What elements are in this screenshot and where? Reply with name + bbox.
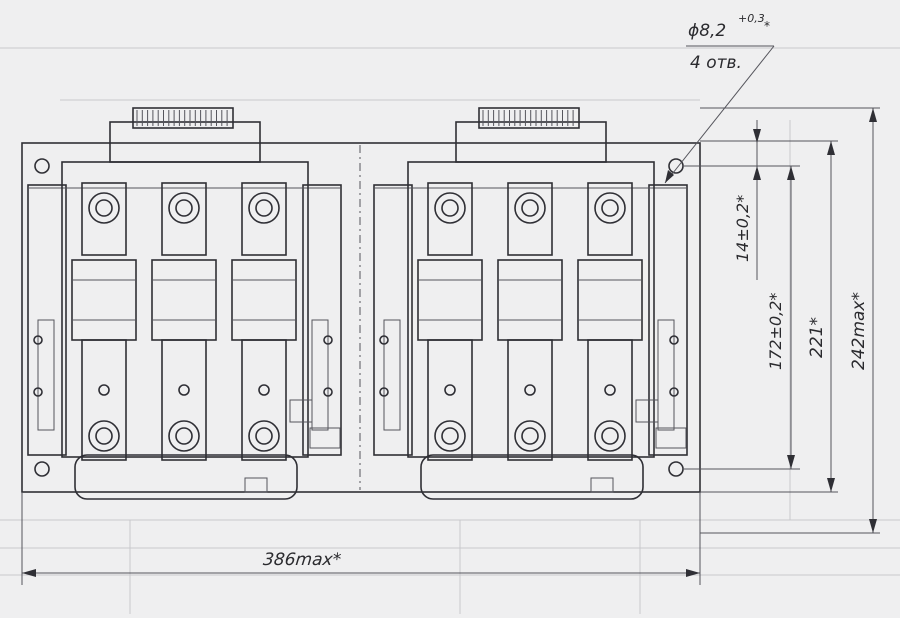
- base-plate: [21, 142, 701, 493]
- hole-mark-label: *: [764, 19, 770, 33]
- auxiliary-screw: [323, 335, 333, 345]
- terminal-bolt: [248, 420, 280, 452]
- coil-base: [420, 454, 644, 500]
- pole-coil: [417, 259, 483, 341]
- bottom-clamp: [309, 427, 341, 449]
- pole-bottom-terminal: [427, 339, 473, 461]
- terminal-bolt: [434, 192, 466, 224]
- dimension-14-label: 14±0,2*: [733, 195, 752, 262]
- pole-coil: [71, 259, 137, 341]
- pole-top-terminal: [427, 182, 473, 256]
- pole-rivet: [524, 384, 536, 396]
- pole-bottom-terminal: [587, 339, 633, 461]
- auxiliary-contact: [383, 319, 401, 431]
- terminal-bolt-inner: [175, 199, 193, 217]
- pole-rivet: [178, 384, 190, 396]
- spring-block: [289, 399, 313, 423]
- pole-top-terminal: [587, 182, 633, 256]
- arc-chute: [478, 107, 580, 129]
- pole-top-terminal: [507, 182, 553, 256]
- pole-rivet: [604, 384, 616, 396]
- dimension-221-label: 221*: [807, 317, 827, 358]
- dimension-height-total-label: 242max*: [849, 292, 869, 370]
- terminal-bolt-inner: [601, 199, 619, 217]
- terminal-bolt-inner: [175, 427, 193, 445]
- terminal-bolt-inner: [521, 427, 539, 445]
- base-lug: [244, 477, 268, 493]
- contactor-body: [61, 161, 309, 458]
- terminal-bolt: [248, 192, 280, 224]
- terminal-bolt: [594, 192, 626, 224]
- pole-coil: [151, 259, 217, 341]
- terminal-bolt: [514, 192, 546, 224]
- terminal-bolt-inner: [255, 199, 273, 217]
- mounting-hole: [668, 461, 684, 477]
- auxiliary-screw: [379, 335, 389, 345]
- pole-coil: [577, 259, 643, 341]
- spring-block: [635, 399, 659, 423]
- hole-diameter-label: ϕ8,2: [688, 21, 726, 41]
- hole-count-label: 4 отв.: [690, 53, 742, 73]
- auxiliary-screw: [323, 387, 333, 397]
- terminal-bolt-inner: [95, 427, 113, 445]
- terminal-bolt-inner: [441, 427, 459, 445]
- terminal-bolt-inner: [255, 427, 273, 445]
- contactor-unit-left: [27, 107, 342, 500]
- terminal-bolt: [88, 420, 120, 452]
- terminal-bolt-inner: [521, 199, 539, 217]
- pole-coil: [231, 259, 297, 341]
- auxiliary-screw: [669, 387, 679, 397]
- hole-tolerance-label: +0,3: [738, 12, 765, 25]
- height-dimensions: 242max* 221* 172±0,2* 14±0,2*: [684, 107, 880, 534]
- mounting-hole: [34, 158, 50, 174]
- terminal-bolt: [88, 192, 120, 224]
- arc-chute: [132, 107, 234, 129]
- pole-top-terminal: [81, 182, 127, 256]
- side-bracket: [373, 184, 413, 456]
- mounting-hole: [668, 158, 684, 174]
- pole-top-terminal: [241, 182, 287, 256]
- pole-bottom-terminal: [161, 339, 207, 461]
- bottom-clamp: [655, 427, 687, 449]
- terminal-bolt: [168, 420, 200, 452]
- auxiliary-contact: [37, 319, 55, 431]
- auxiliary-contact: [657, 319, 675, 431]
- width-dimension: 386max*: [21, 492, 701, 585]
- contactor-body: [407, 161, 655, 458]
- terminal-bolt: [434, 420, 466, 452]
- terminal-bolt: [514, 420, 546, 452]
- auxiliary-screw: [379, 387, 389, 397]
- pole-coil: [497, 259, 563, 341]
- dimension-width-label: 386max*: [262, 550, 342, 570]
- terminal-bolt-inner: [95, 199, 113, 217]
- pole-top-terminal: [161, 182, 207, 256]
- hole-callout: ϕ8,2 +0,3 * 4 отв.: [664, 12, 775, 184]
- coil-base: [74, 454, 298, 500]
- ghost-background-lines: [0, 47, 900, 614]
- auxiliary-screw: [33, 387, 43, 397]
- pole-rivet: [258, 384, 270, 396]
- terminal-bolt-inner: [441, 199, 459, 217]
- terminal-bolt-inner: [601, 427, 619, 445]
- pole-rivet: [444, 384, 456, 396]
- pole-rivet: [98, 384, 110, 396]
- pole-bottom-terminal: [81, 339, 127, 461]
- side-bracket: [648, 184, 688, 456]
- pole-bottom-terminal: [507, 339, 553, 461]
- base-lug: [590, 477, 614, 493]
- terminal-bolt: [168, 192, 200, 224]
- side-bracket: [302, 184, 342, 456]
- dimension-172-label: 172±0,2*: [766, 293, 785, 370]
- auxiliary-screw: [33, 335, 43, 345]
- contactor-unit-right: [373, 107, 688, 500]
- terminal-bolt: [594, 420, 626, 452]
- mounting-holes: [34, 158, 684, 477]
- pole-bottom-terminal: [241, 339, 287, 461]
- auxiliary-contact: [311, 319, 329, 431]
- mounting-hole: [34, 461, 50, 477]
- auxiliary-screw: [669, 335, 679, 345]
- side-bracket: [27, 184, 67, 456]
